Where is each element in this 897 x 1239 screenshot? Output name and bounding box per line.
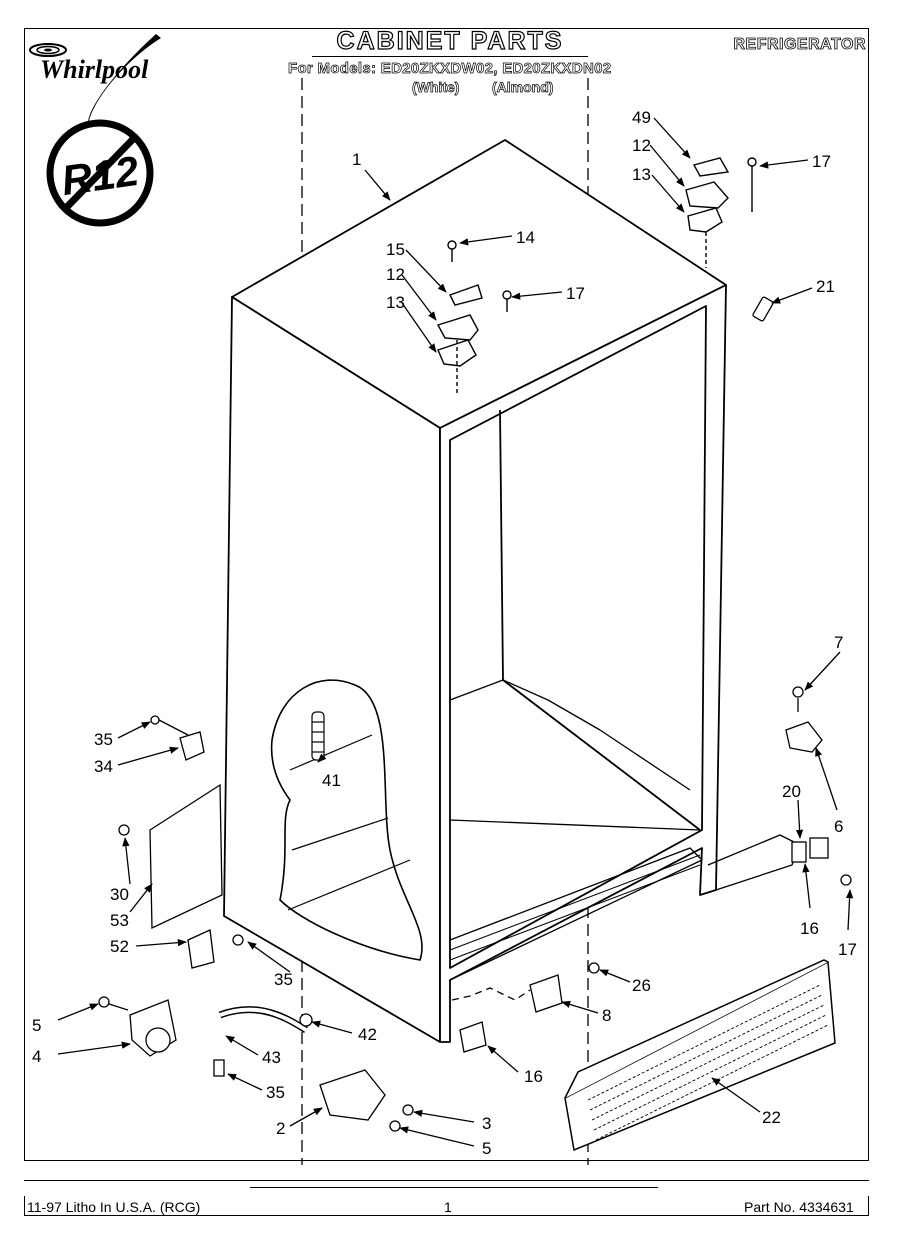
- callout-12: 12: [632, 136, 651, 155]
- callout-12: 12: [386, 265, 405, 284]
- callout-5: 5: [32, 1016, 41, 1035]
- badge-text: R12: [59, 147, 142, 204]
- bottom-center-parts: [451, 962, 600, 1053]
- top-hinge-left: [436, 240, 512, 395]
- toe-grille-part: [564, 959, 836, 1152]
- color-almond: (Almond): [492, 79, 554, 96]
- litho-info: 11-97 Litho In U.S.A. (RCG): [27, 1199, 201, 1215]
- callout-15: 15: [386, 240, 405, 259]
- callout-16: 16: [800, 919, 819, 938]
- page-frame: [24, 28, 869, 1161]
- whirlpool-logo: Whirlpool: [29, 34, 161, 125]
- footer-rule: [24, 1180, 869, 1181]
- hinge-cap-part: [752, 296, 774, 322]
- callout-43: 43: [262, 1048, 281, 1067]
- model-list: For Models: ED20ZKXDW02, ED20ZKXDN02: [288, 60, 612, 78]
- appliance-type: REFRIGERATOR: [733, 36, 866, 54]
- callout-30: 30: [110, 885, 129, 904]
- footer-frame: [24, 1196, 869, 1216]
- callout-8: 8: [602, 1006, 611, 1025]
- callout-3: 3: [482, 1114, 491, 1133]
- callout-arrows: [57, 117, 854, 1147]
- callout-21: 21: [816, 277, 835, 296]
- no-r12-badge: R12: [46, 119, 154, 227]
- callout-13: 13: [386, 293, 405, 312]
- callout-16: 16: [524, 1067, 543, 1086]
- part-number: Part No. 4334631: [744, 1199, 854, 1215]
- callout-26: 26: [632, 976, 651, 995]
- svg-text:Whirlpool: Whirlpool: [40, 55, 149, 84]
- callout-2: 2: [276, 1119, 285, 1138]
- callout-1: 1: [352, 150, 361, 169]
- callout-35: 35: [266, 1083, 285, 1102]
- lower-hinge-right: [707, 686, 852, 891]
- callout-7: 7: [834, 633, 843, 652]
- top-hinge-right: [685, 157, 757, 268]
- callout-13: 13: [632, 165, 651, 184]
- callout-20: 20: [782, 782, 801, 801]
- callout-22: 22: [762, 1108, 781, 1127]
- page-title: CABINET PARTS: [336, 27, 564, 55]
- callout-labels: 1 49 12 13 17 14 15 12 13 17 21 7 20 6 1…: [32, 108, 857, 1158]
- callout-53: 53: [110, 911, 129, 930]
- drain-tube-part: [311, 711, 325, 761]
- callout-17: 17: [838, 940, 857, 959]
- color-white: (White): [412, 79, 460, 96]
- callout-35: 35: [274, 970, 293, 989]
- title-rule: [312, 56, 588, 57]
- callout-49: 49: [632, 108, 651, 127]
- callout-42: 42: [358, 1025, 377, 1044]
- callout-41: 41: [322, 771, 341, 790]
- callout-14: 14: [516, 228, 535, 247]
- footer-rule-inner: [250, 1187, 658, 1188]
- callout-34: 34: [94, 757, 113, 776]
- cutaway-area: [270, 679, 423, 961]
- callout-6: 6: [834, 817, 843, 836]
- left-side-parts: [98, 715, 414, 1132]
- callout-52: 52: [110, 937, 129, 956]
- callout-35: 35: [94, 730, 113, 749]
- callout-4: 4: [32, 1047, 41, 1066]
- page-number: 1: [444, 1199, 452, 1215]
- callout-17: 17: [566, 284, 585, 303]
- callout-5: 5: [482, 1139, 491, 1158]
- callout-17: 17: [812, 152, 831, 171]
